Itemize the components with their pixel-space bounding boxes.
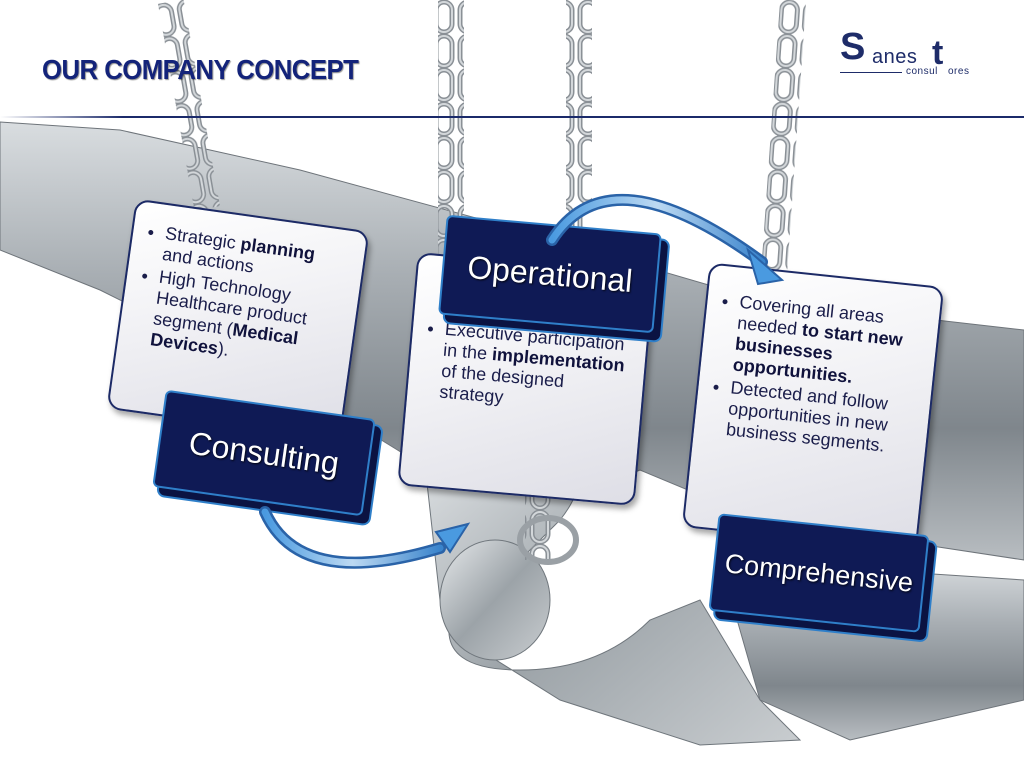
puzzle-knob [439, 539, 551, 661]
logo-letter-t: t [932, 34, 944, 72]
comprehensive-card: Covering all areas needed to start new b… [681, 262, 945, 552]
page-title: OUR COMPANY CONCEPT [42, 54, 359, 85]
logo-ores: ores [948, 66, 970, 77]
chain-ring [517, 515, 579, 565]
title-divider [0, 116, 1024, 118]
chain-right [759, 0, 807, 291]
operational-label: Operational [438, 214, 662, 334]
chain-center-right [566, 0, 592, 260]
chain-left [157, 0, 221, 211]
logo-consul: consul [906, 66, 938, 77]
logo-anes: anes [872, 46, 918, 68]
logo-underline [840, 72, 902, 73]
operational-bullet-1: Executive participation in the implement… [439, 319, 634, 419]
logo-letter-s: S [840, 26, 866, 68]
comprehensive-bullet-1: Covering all areas needed to start new b… [732, 292, 926, 395]
company-logo: S anes t consul ores [838, 26, 988, 86]
